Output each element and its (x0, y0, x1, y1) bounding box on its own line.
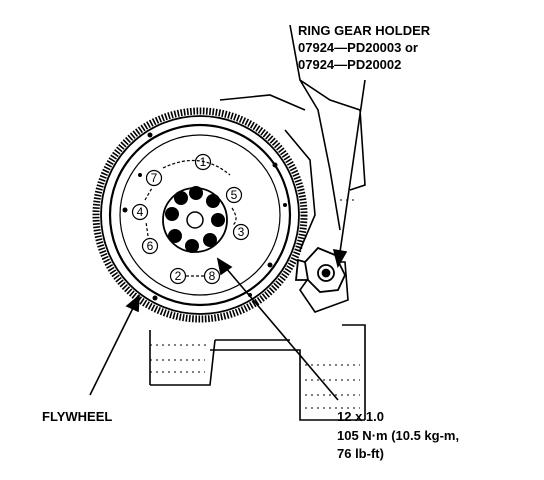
leader-lines (89, 79, 366, 401)
svg-text:105 N·m (10.5 kg-m,: 105 N·m (10.5 kg-m, (337, 428, 459, 443)
hub-bolt (165, 207, 179, 221)
svg-text:3: 3 (238, 225, 245, 239)
ring-gear-holder-callout: RING GEAR HOLDER 07924—PD20003 or 07924—… (298, 23, 431, 72)
svg-text:RING GEAR HOLDER: RING GEAR HOLDER (298, 23, 431, 38)
flywheel-face (108, 123, 292, 307)
flywheel-label: FLYWHEEL (42, 409, 112, 424)
outer-bolt-holes (122, 132, 287, 301)
svg-text:6: 6 (147, 239, 154, 253)
ring-gear-teeth (92, 107, 308, 323)
svg-text:07924—PD20003 or: 07924—PD20003 or (298, 40, 418, 55)
sequence-7: 7 (145, 169, 163, 187)
sequence-5: 5 (225, 186, 243, 204)
crank-hub (162, 186, 228, 253)
hub-bolt (189, 186, 203, 200)
hub-bolt (211, 213, 225, 227)
hub-bolt (168, 229, 182, 243)
svg-text:7: 7 (151, 171, 158, 185)
svg-text:76 lb-ft): 76 lb-ft) (337, 446, 384, 461)
svg-text:12 x 1.0: 12 x 1.0 (337, 409, 384, 424)
svg-text:2: 2 (175, 269, 182, 283)
svg-text:5: 5 (231, 188, 238, 202)
tightening-sequence: 1 2 3 4 5 6 7 8 (131, 153, 250, 285)
hub-bolt (185, 239, 199, 253)
engine-block-outline (149, 24, 366, 421)
sequence-path (144, 159, 237, 277)
hub-bolt (206, 194, 220, 208)
ring-gear-inner-edge (100, 115, 300, 315)
ring-gear (92, 107, 308, 323)
svg-text:8: 8 (209, 269, 216, 283)
hub-bolt (203, 233, 217, 247)
sequence-2: 2 (169, 267, 187, 285)
svg-text:07924—PD20002: 07924—PD20002 (298, 57, 401, 72)
sequence-3: 3 (232, 223, 250, 241)
hub-bolt (174, 191, 188, 205)
sequence-4: 4 (131, 203, 149, 221)
sequence-6: 6 (141, 237, 159, 255)
ring-gear-holder-tool (295, 246, 346, 293)
bolt-torque-callout: 12 x 1.0 105 N·m (10.5 kg-m, 76 lb-ft) (337, 409, 459, 461)
svg-text:4: 4 (137, 205, 144, 219)
sequence-8: 8 (203, 267, 221, 285)
hub-center (186, 211, 204, 229)
